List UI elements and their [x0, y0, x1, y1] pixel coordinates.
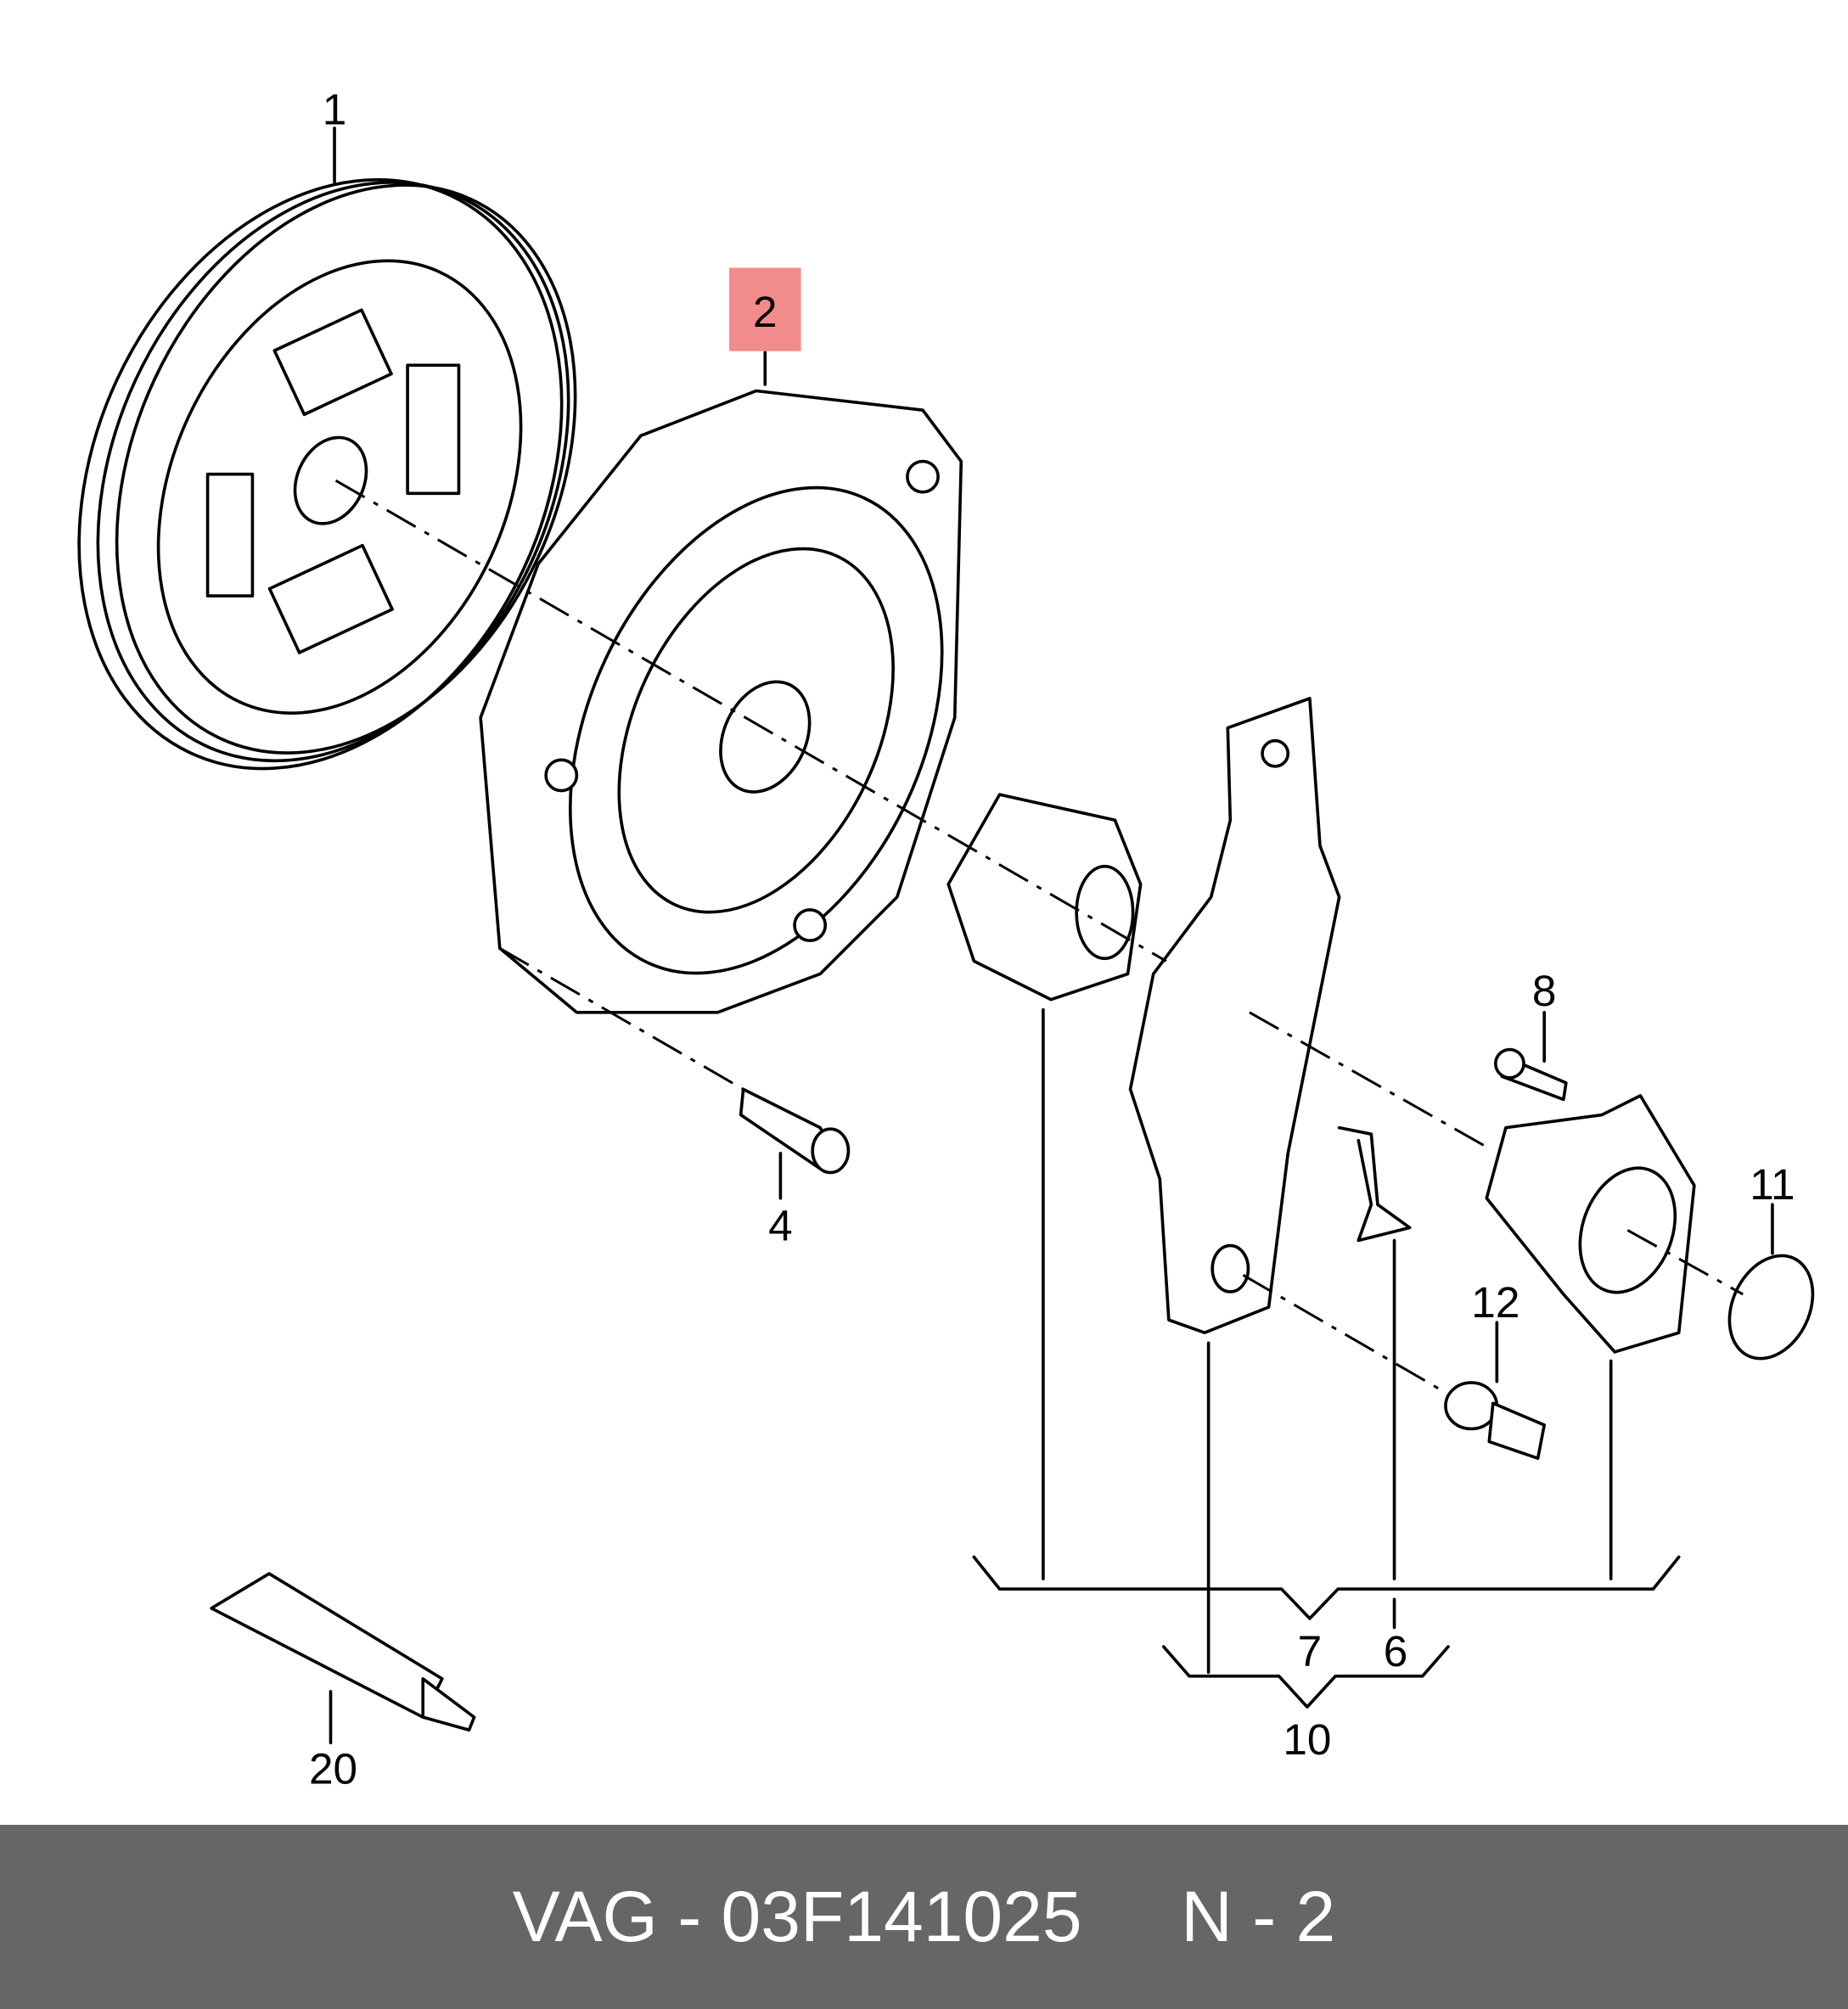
slave-cylinder[interactable]	[1485, 1094, 1696, 1354]
spring-clip[interactable]	[1337, 1125, 1412, 1243]
label-part-1[interactable]: 1	[323, 85, 347, 133]
pressure-plate[interactable]	[479, 389, 1015, 1033]
axis-line	[334, 479, 1167, 962]
footer-bar: VAG - 03F141025 N - 2	[0, 1825, 1848, 2009]
clutch-parts-diagram: 1 2 4 8 11 12 7 6 10 20	[0, 85, 1829, 1793]
release-bearing[interactable]	[946, 793, 1143, 1002]
bolt-part-8[interactable]	[1494, 1047, 1568, 1102]
release-fork[interactable]	[1128, 697, 1341, 1335]
highlight-box	[729, 267, 801, 351]
label-part-4[interactable]: 4	[768, 1202, 793, 1250]
axis-line	[499, 946, 744, 1091]
label-part-7[interactable]: 7	[1298, 1627, 1323, 1675]
part-number-caption: VAG - 03F141025 N - 2	[512, 1877, 1336, 1956]
o-ring[interactable]	[1714, 1242, 1829, 1372]
label-part-8[interactable]: 8	[1532, 967, 1557, 1015]
axis-line	[1249, 1011, 1488, 1148]
label-part-12[interactable]: 12	[1471, 1278, 1519, 1327]
label-part-20[interactable]: 20	[309, 1745, 357, 1793]
label-part-11[interactable]: 11	[1750, 1160, 1795, 1209]
label-part-2[interactable]: 2	[753, 288, 778, 336]
bolt-part-12[interactable]	[1444, 1381, 1547, 1461]
grease-tube[interactable]	[210, 1572, 476, 1732]
clutch-disc[interactable]	[0, 101, 663, 848]
axis-line	[1626, 1229, 1744, 1296]
axis-line	[1242, 1273, 1443, 1392]
leader-lines	[329, 126, 1774, 1745]
label-part-10[interactable]: 10	[1283, 1715, 1331, 1764]
bolt-part-4[interactable]	[739, 1087, 851, 1175]
label-part-6[interactable]: 6	[1384, 1627, 1408, 1675]
